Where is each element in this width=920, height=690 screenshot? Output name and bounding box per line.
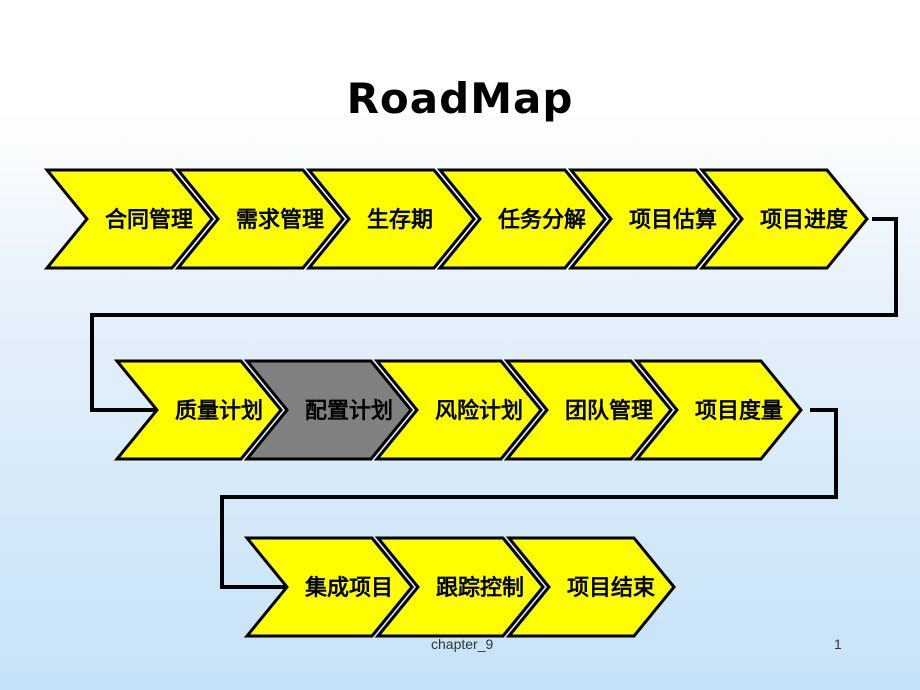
connector-line	[90, 217, 898, 412]
chevron-step: 配置计划	[243, 359, 413, 461]
chevron-shape	[374, 536, 545, 638]
chevron-step: 质量计划	[113, 359, 283, 461]
chevron-shape	[174, 168, 345, 270]
chevron-step: 团队管理	[503, 359, 673, 461]
chevron-step: 项目估算	[567, 168, 738, 270]
step-label: 项目进度	[760, 207, 849, 233]
chevron-shape	[305, 168, 476, 270]
step-label: 质量计划	[175, 399, 263, 424]
step-label: 项目结束	[567, 575, 656, 601]
chevron-step: 集成项目	[243, 536, 414, 638]
slide-title: RoadMap	[346, 74, 574, 123]
chevron-shape	[243, 536, 414, 638]
chevron-step: 风险计划	[373, 359, 543, 461]
chevron-shape	[505, 536, 676, 638]
chevron-shape	[633, 359, 803, 461]
chevron-shape	[567, 168, 738, 270]
chevron-shape	[698, 168, 869, 270]
chevron-step: 合同管理	[43, 168, 214, 270]
step-label: 项目估算	[629, 207, 717, 233]
step-label: 集成项目	[304, 575, 393, 601]
chevron-step: 需求管理	[174, 168, 345, 270]
chevron-step: 项目进度	[698, 168, 869, 270]
step-label: 任务分解	[497, 207, 586, 233]
step-label: 合同管理	[105, 207, 193, 233]
chevron-steps: 合同管理需求管理生存期任务分解项目估算项目进度质量计划配置计划风险计划团队管理项…	[43, 168, 869, 638]
step-label: 风险计划	[435, 398, 523, 424]
chevron-step: 生存期	[305, 168, 476, 270]
footer-page-number: 1	[834, 636, 842, 652]
footer-chapter: chapter_9	[431, 636, 494, 652]
chevron-shape	[43, 168, 214, 270]
chevron-shape	[503, 359, 673, 461]
step-label: 项目度量	[695, 398, 783, 424]
chevron-shape	[373, 359, 543, 461]
step-label: 生存期	[367, 207, 433, 233]
flow-connectors	[90, 217, 898, 589]
chevron-shape	[113, 359, 283, 461]
step-label: 团队管理	[565, 398, 653, 424]
chevron-step: 项目度量	[633, 359, 803, 461]
step-label: 跟踪控制	[436, 575, 524, 601]
chevron-step: 任务分解	[436, 168, 607, 270]
chevron-step: 项目结束	[505, 536, 676, 638]
connector-line	[220, 408, 838, 589]
chevron-step: 跟踪控制	[374, 536, 545, 638]
step-label: 需求管理	[236, 207, 324, 233]
chevron-shape	[243, 359, 413, 461]
step-label: 配置计划	[305, 399, 393, 424]
chevron-shape	[436, 168, 607, 270]
